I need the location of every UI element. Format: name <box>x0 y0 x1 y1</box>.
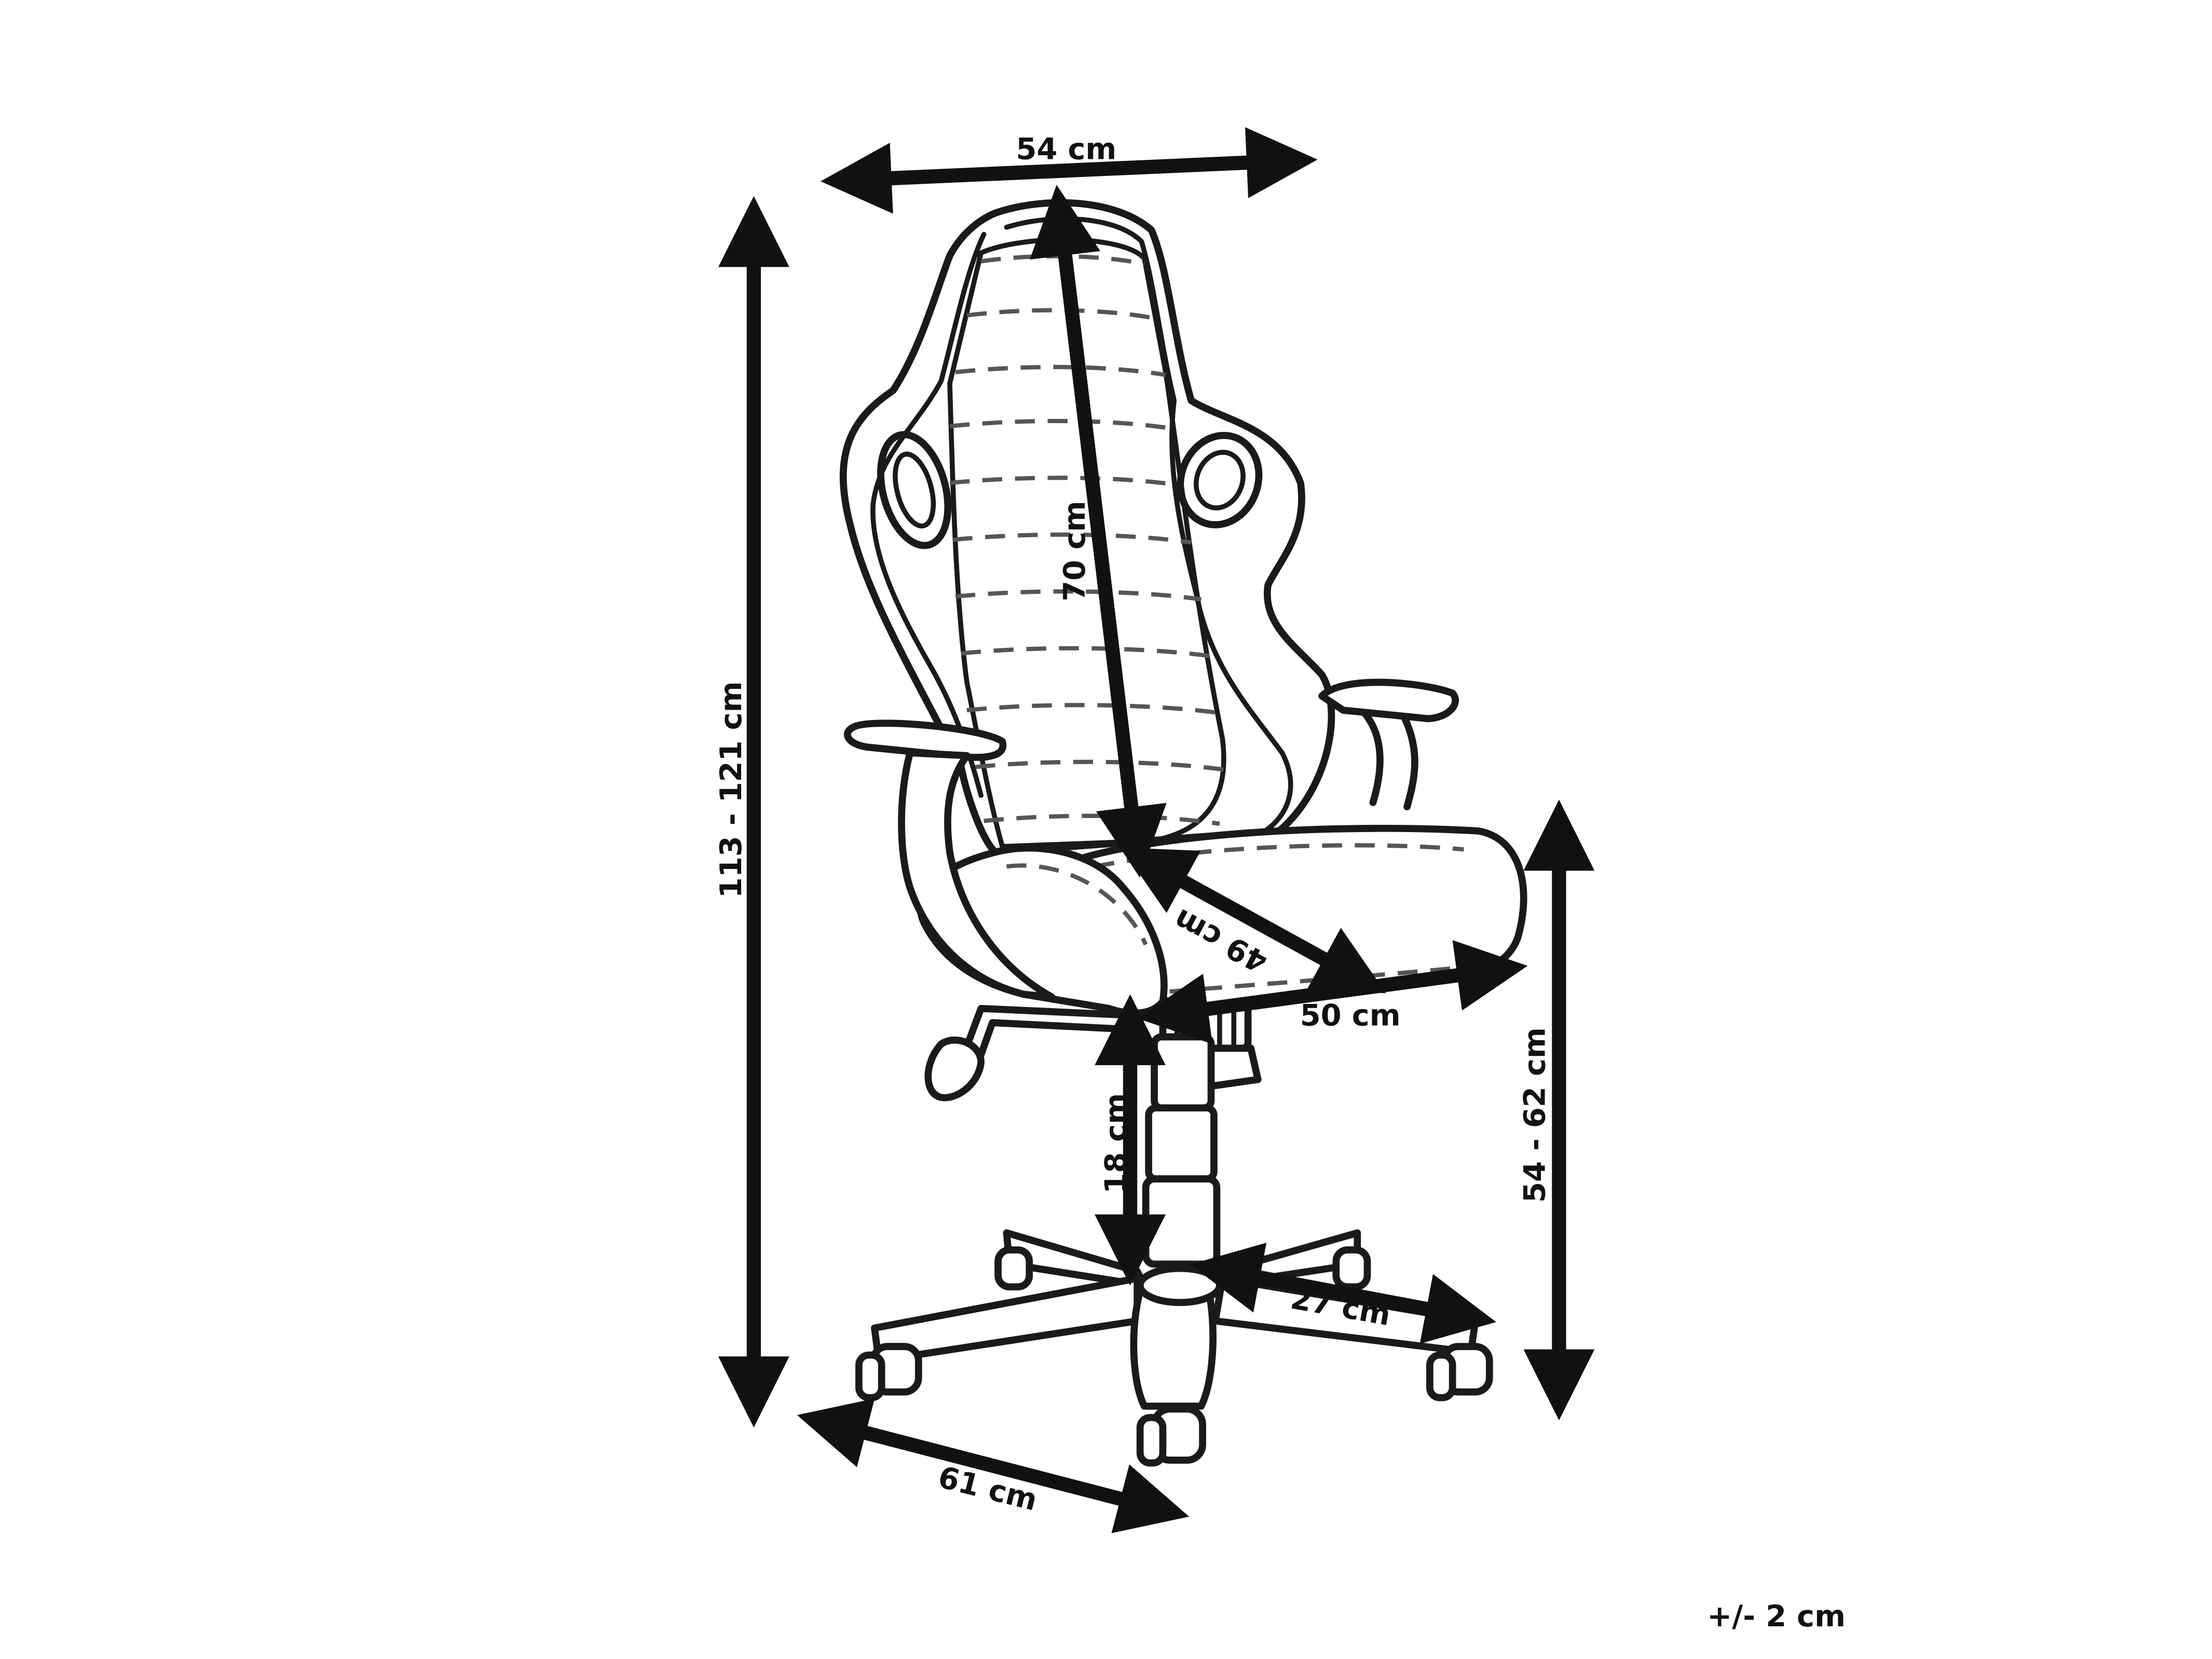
caster-back-left <box>994 1246 1033 1290</box>
right-armrest <box>1318 678 1459 811</box>
lift-range-label: 18 cm <box>1098 1093 1133 1194</box>
left-shoulder-hole <box>877 431 952 549</box>
seat-width-arrow <box>1137 940 1528 1044</box>
top-width-label: 54 cm <box>1016 131 1116 166</box>
base-radius-arrow <box>1190 1242 1496 1344</box>
base-diameter-arrow <box>797 1398 1190 1533</box>
dimension-lines <box>718 127 1595 1533</box>
left-armrest <box>844 719 1056 1001</box>
tilt-lever <box>924 1004 1141 1102</box>
seat-height-label: 54 - 62 cm <box>1518 1027 1552 1203</box>
backrest-height-label: 70 cm <box>1057 501 1092 602</box>
total-height-label: 113 - 121 cm <box>714 682 748 899</box>
gas-cylinder <box>1142 1002 1262 1268</box>
backrest-arrow <box>1030 185 1167 878</box>
right-shoulder-hole <box>1177 431 1263 528</box>
caster-front-left <box>855 1343 922 1402</box>
caster-back-right <box>1332 1246 1371 1290</box>
tolerance-note: +/- 2 cm <box>1707 1599 1846 1634</box>
caster-front-right <box>1426 1343 1493 1402</box>
seat-width-label: 50 cm <box>1300 998 1401 1033</box>
chair-illustration <box>839 199 1527 1467</box>
width-arrow-top <box>821 127 1318 214</box>
caster-front <box>1136 1405 1206 1467</box>
